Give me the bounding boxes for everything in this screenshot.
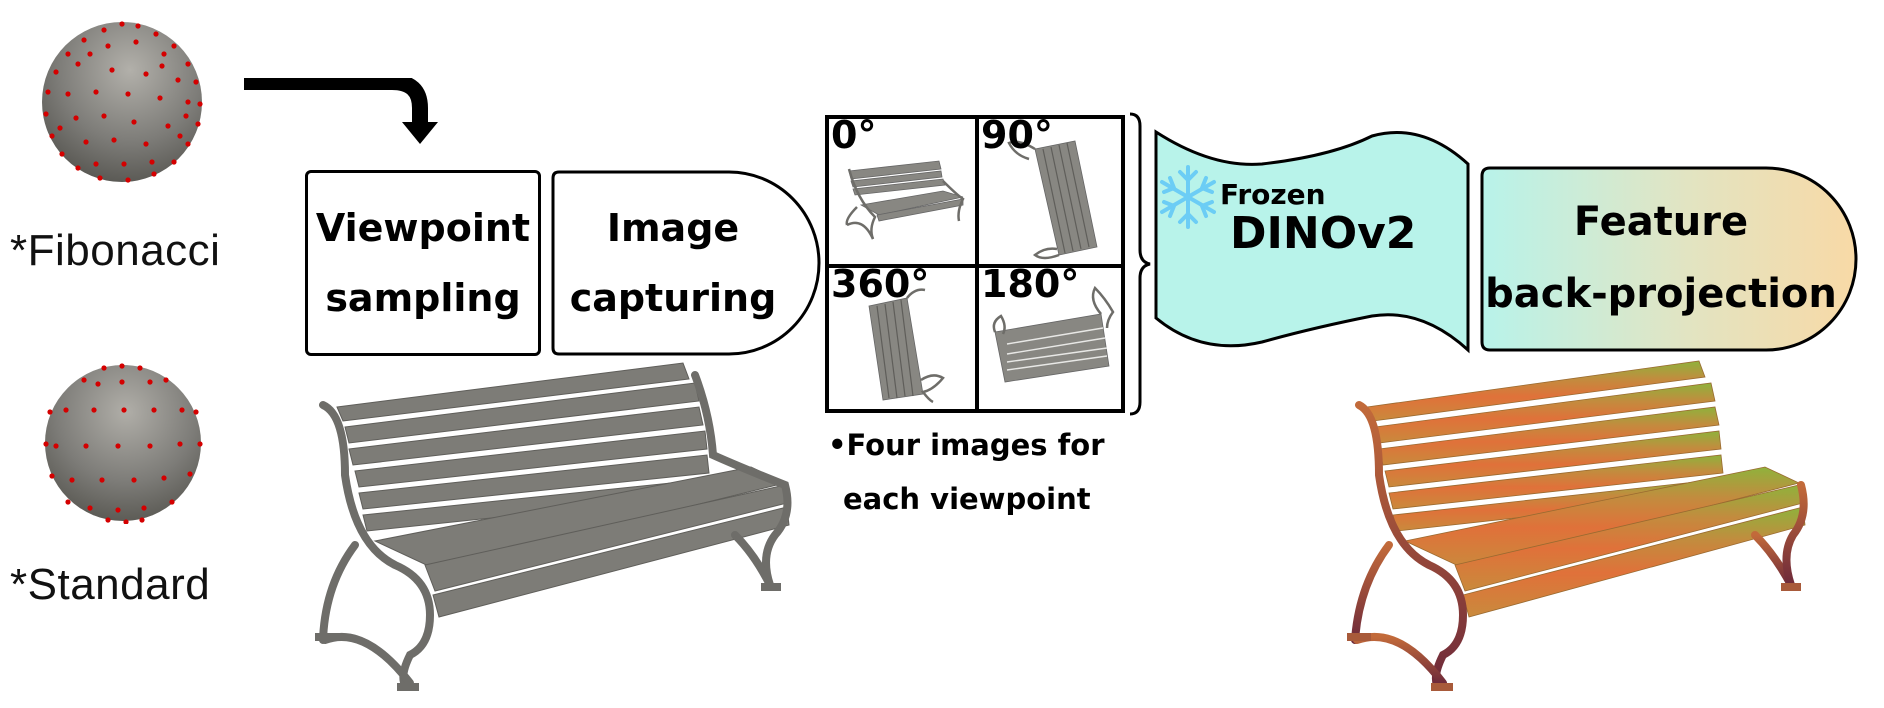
sphere-icon (42, 21, 203, 183)
fibonacci-label: *Fibonacci (10, 226, 221, 275)
snowflake-icon (1158, 164, 1218, 230)
curly-brace-icon (1128, 112, 1152, 416)
bench-icon (315, 362, 792, 691)
rotation-grid: 0° 90° (825, 115, 1125, 413)
rotation-cell-0: 0° (829, 119, 975, 264)
bench-thumbnail-icon (1007, 140, 1098, 260)
rotation-note: •Four images for each viewpoint (828, 418, 1105, 526)
rotation-note-line2: each viewpoint (843, 482, 1091, 516)
bent-arrow-icon (242, 74, 442, 150)
image-capturing-line2: capturing (569, 276, 777, 320)
feature-backprojection-line1: Feature (1573, 199, 1749, 245)
input-bench-mesh (315, 355, 805, 700)
rotation-angle: 360° (831, 264, 930, 306)
viewpoint-sampling-line2: sampling (325, 276, 521, 320)
standard-sphere (42, 362, 204, 525)
image-capturing-line1: Image (606, 206, 740, 250)
standard-label: *Standard (10, 560, 211, 609)
rotation-cell-90: 90° (975, 119, 1121, 264)
rotation-angle: 0° (831, 119, 877, 157)
viewpoint-sampling-step: Viewpoint sampling (305, 170, 541, 356)
dino-prefix: Frozen (1220, 178, 1326, 211)
viewpoint-sampling-line1: Viewpoint (315, 206, 531, 250)
dino-model-name: DINOv2 (1230, 208, 1417, 259)
rotation-note-line1: •Four images for (828, 428, 1105, 462)
bench-thumbnail-icon (845, 160, 965, 240)
rotation-angle: 90° (981, 119, 1053, 157)
feature-backprojection-step: Feature back-projection (1480, 166, 1860, 352)
rotation-cell-360: 360° (829, 264, 975, 409)
fibonacci-sphere (38, 18, 206, 186)
bench-thumbnail-icon (992, 285, 1115, 383)
sphere-icon (43, 363, 203, 525)
rotation-cell-180: 180° (975, 264, 1121, 409)
feature-bench-mesh (1345, 355, 1845, 700)
frozen-dinov2-step: Frozen DINOv2 (1152, 128, 1472, 354)
bench-thumbnail-icon (868, 288, 945, 404)
feature-backprojection-line2: back-projection (1485, 271, 1837, 317)
image-capturing-step: Image capturing (551, 170, 823, 356)
bench-icon (1347, 360, 1808, 691)
rotation-angle: 180° (981, 264, 1080, 306)
